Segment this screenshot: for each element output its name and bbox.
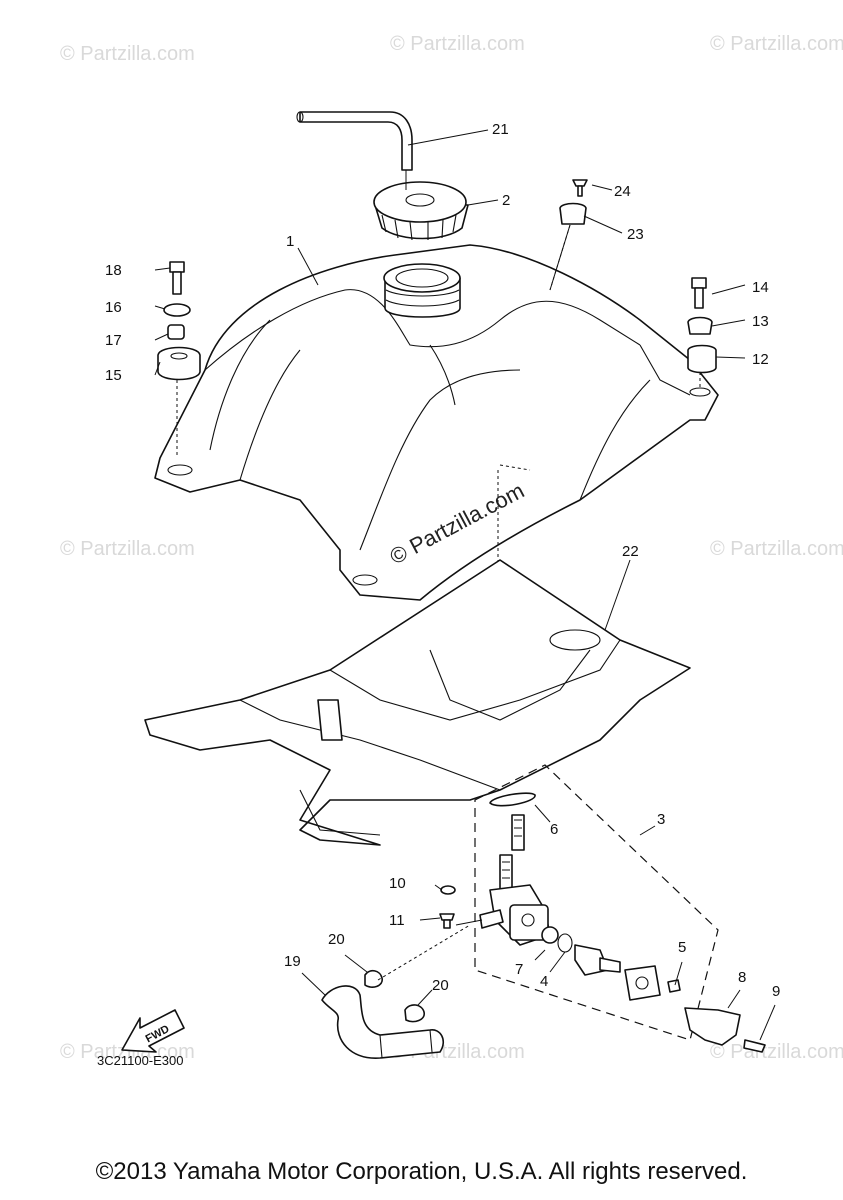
parts-diagram: © Partzilla.com © Partzilla.com © Partzi… <box>0 33 843 1068</box>
callout-24: 24 <box>614 183 631 200</box>
tank-bracket[interactable] <box>0 559 691 846</box>
watermark: © Partzilla.com <box>710 33 843 55</box>
callout-15: 15 <box>105 367 122 384</box>
callout-4: 4 <box>540 973 548 990</box>
fasteners-right[interactable] <box>687 277 717 390</box>
callout-1: 1 <box>286 233 294 250</box>
callout-22: 22 <box>622 543 639 560</box>
fuel-cap[interactable] <box>373 181 469 241</box>
callout-2: 2 <box>502 192 510 209</box>
diagram-code: 3C21100-E300 <box>97 1053 184 1068</box>
callout-9: 9 <box>772 983 780 1000</box>
fuel-tank[interactable] <box>154 244 719 720</box>
callout-11: 11 <box>389 912 405 929</box>
callout-6: 6 <box>550 821 558 838</box>
callout-17: 17 <box>105 332 122 349</box>
watermark: © Partzilla.com <box>60 1041 195 1063</box>
hose-clips[interactable] <box>364 924 471 1023</box>
fasteners-left[interactable] <box>157 261 201 455</box>
callout-12: 12 <box>752 351 769 368</box>
callout-20a: 20 <box>328 931 345 948</box>
copyright-notice: ©2013 Yamaha Motor Corporation, U.S.A. A… <box>95 1158 748 1185</box>
watermark: © Partzilla.com <box>60 538 195 560</box>
callout-13: 13 <box>752 313 769 330</box>
callouts: 21 2 1 24 23 18 16 17 15 14 13 12 22 6 3… <box>105 121 780 1000</box>
callout-23: 23 <box>627 226 644 243</box>
watermark: © Partzilla.com <box>60 43 195 65</box>
callout-5: 5 <box>678 939 686 956</box>
watermark: © Partzilla.com <box>390 33 525 55</box>
callout-10: 10 <box>389 875 406 892</box>
callout-21: 21 <box>492 121 509 138</box>
fuel-cock-assembly[interactable] <box>439 792 766 1053</box>
leader-lines <box>154 129 776 1041</box>
watermarks: © Partzilla.com © Partzilla.com © Partzi… <box>60 33 843 1063</box>
watermark: © Partzilla.com <box>710 538 843 560</box>
breather-hose[interactable] <box>296 111 413 190</box>
fuel-hose[interactable] <box>321 985 445 1059</box>
watermark: © Partzilla.com <box>710 1041 843 1063</box>
callout-18: 18 <box>105 262 122 279</box>
callout-16: 16 <box>105 299 122 316</box>
callout-8: 8 <box>738 969 746 986</box>
callout-14: 14 <box>752 279 769 296</box>
callout-19: 19 <box>284 953 301 970</box>
callout-3: 3 <box>657 811 665 828</box>
callout-7: 7 <box>515 961 523 978</box>
callout-20b: 20 <box>432 977 449 994</box>
fuel-cock-group-outline <box>474 764 719 1041</box>
